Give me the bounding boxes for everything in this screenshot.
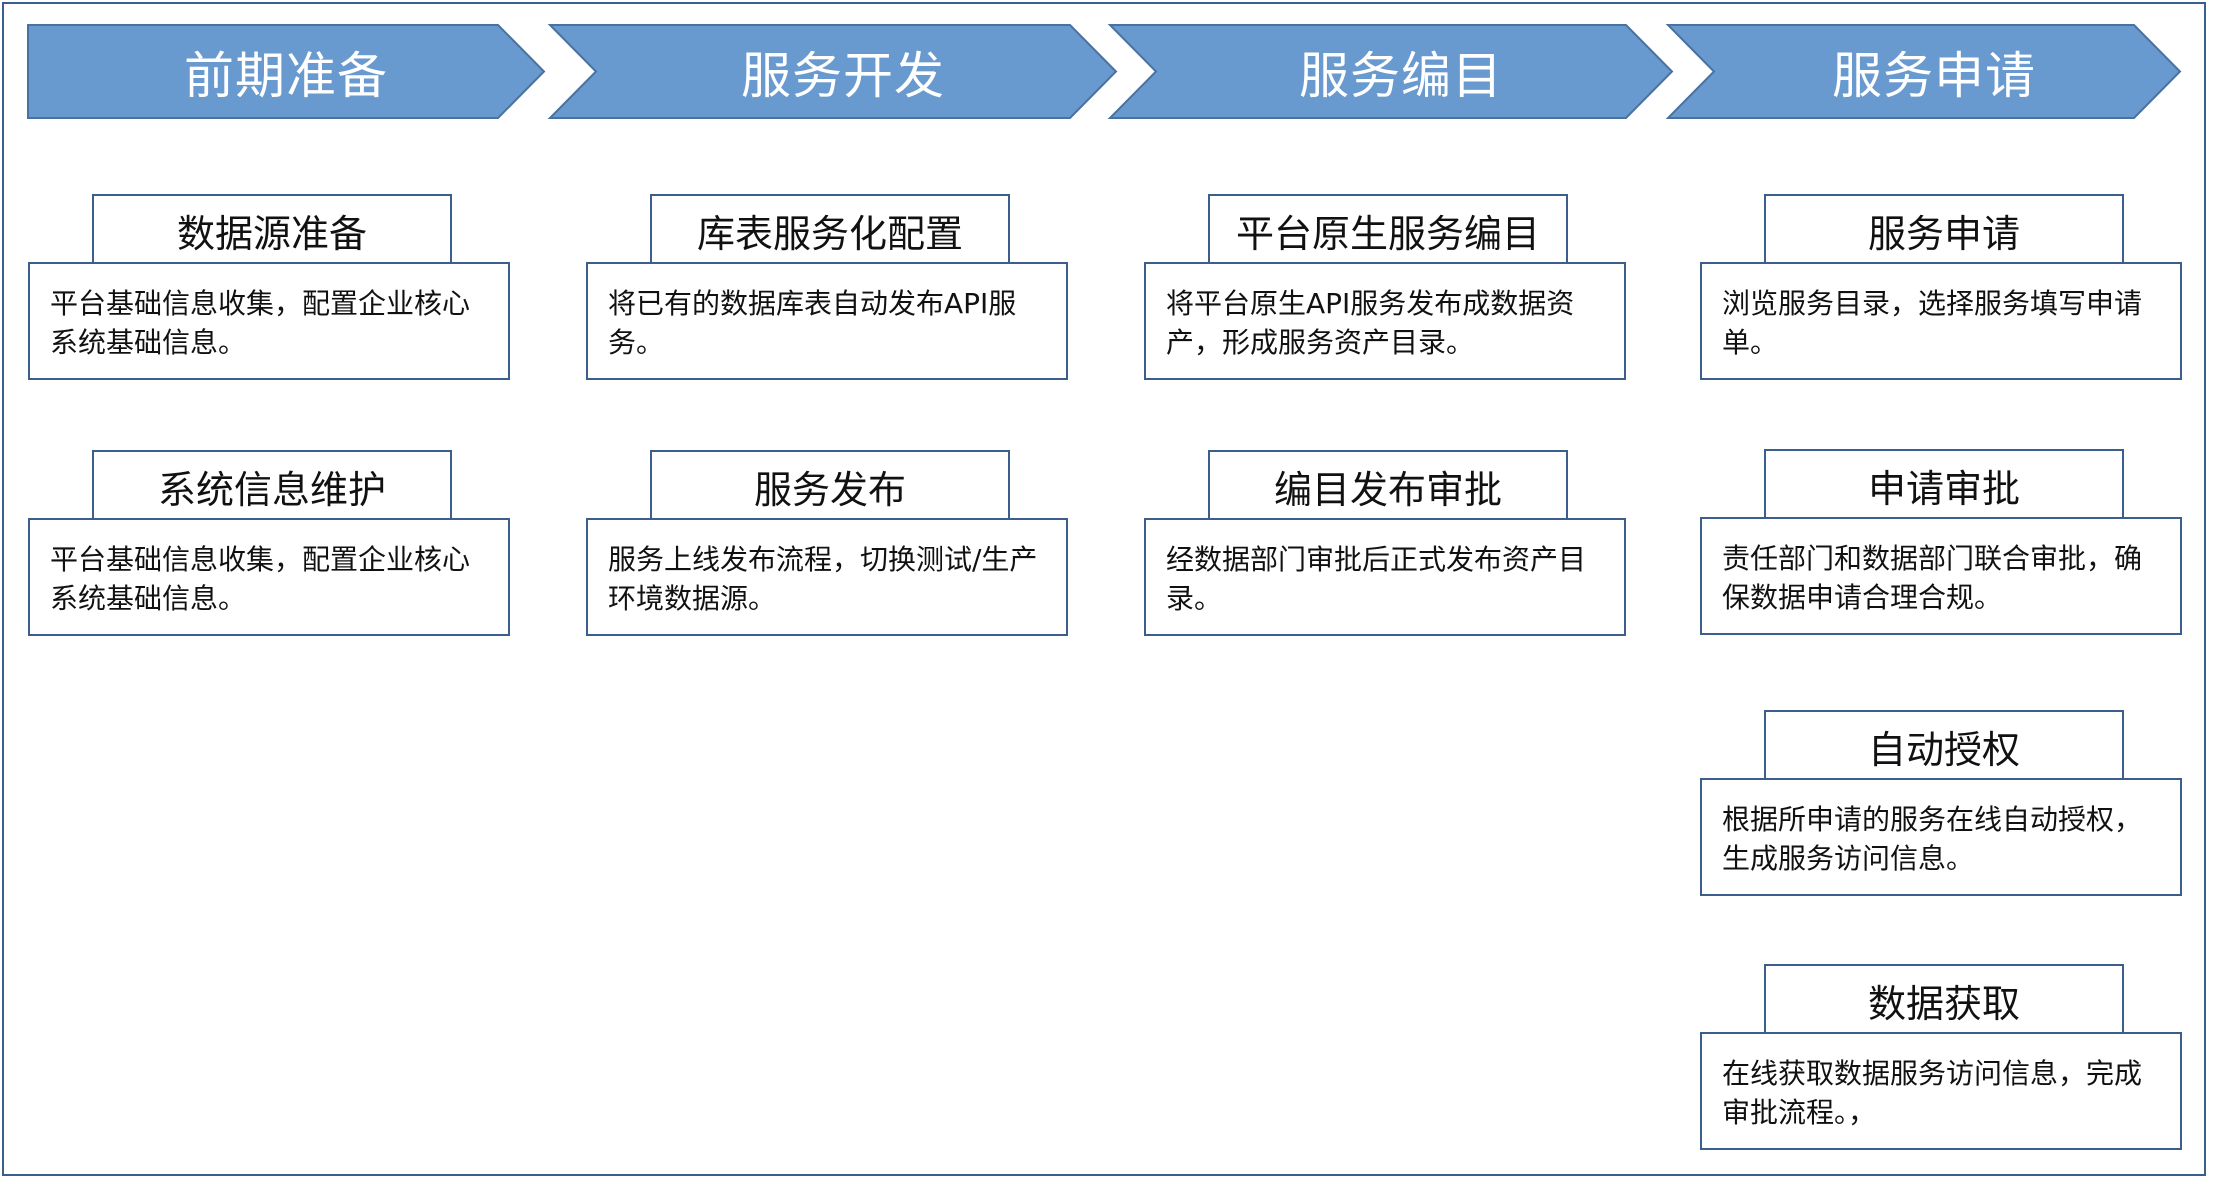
stage-chevron-2: 服务开发 — [547, 24, 1118, 119]
step-title: 库表服务化配置 — [650, 194, 1010, 264]
step-title: 申请审批 — [1764, 449, 2124, 519]
step-title: 编目发布审批 — [1208, 450, 1568, 520]
step-title: 平台原生服务编目 — [1208, 194, 1568, 264]
step-title: 自动授权 — [1764, 710, 2124, 780]
step-description: 将已有的数据库表自动发布API服务。 — [586, 262, 1068, 380]
step-description: 经数据部门审批后正式发布资产目录。 — [1144, 518, 1626, 636]
step-title: 数据源准备 — [92, 194, 452, 264]
step-title: 服务发布 — [650, 450, 1010, 520]
step-description: 服务上线发布流程，切换测试/生产环境数据源。 — [586, 518, 1068, 636]
step-title: 数据获取 — [1764, 964, 2124, 1034]
stage-label: 服务开发 — [741, 46, 945, 105]
stage-chevron-1: 前期准备 — [27, 24, 546, 119]
chevron-shape — [1107, 24, 1674, 119]
step-description: 在线获取数据服务访问信息，完成审批流程。， — [1700, 1032, 2182, 1150]
step-description: 根据所申请的服务在线自动授权，生成服务访问信息。 — [1700, 778, 2182, 896]
stage-label: 服务申请 — [1832, 46, 2036, 105]
step-description: 平台基础信息收集，配置企业核心系统基础信息。 — [28, 518, 510, 636]
chevron-shape — [547, 24, 1118, 119]
step-description: 浏览服务目录，选择服务填写申请单。 — [1700, 262, 2182, 380]
chevron-shape — [27, 24, 546, 119]
chevron-shape — [1665, 24, 2182, 119]
stage-chevron-4: 服务申请 — [1665, 24, 2182, 119]
stage-chevron-3: 服务编目 — [1107, 24, 1674, 119]
step-title: 服务申请 — [1764, 194, 2124, 264]
step-description: 责任部门和数据部门联合审批，确保数据申请合理合规。 — [1700, 517, 2182, 635]
step-title: 系统信息维护 — [92, 450, 452, 520]
stage-label: 服务编目 — [1299, 46, 1503, 105]
step-description: 将平台原生API服务发布成数据资产，形成服务资产目录。 — [1144, 262, 1626, 380]
stage-label: 前期准备 — [184, 46, 388, 105]
step-description: 平台基础信息收集，配置企业核心系统基础信息。 — [28, 262, 510, 380]
